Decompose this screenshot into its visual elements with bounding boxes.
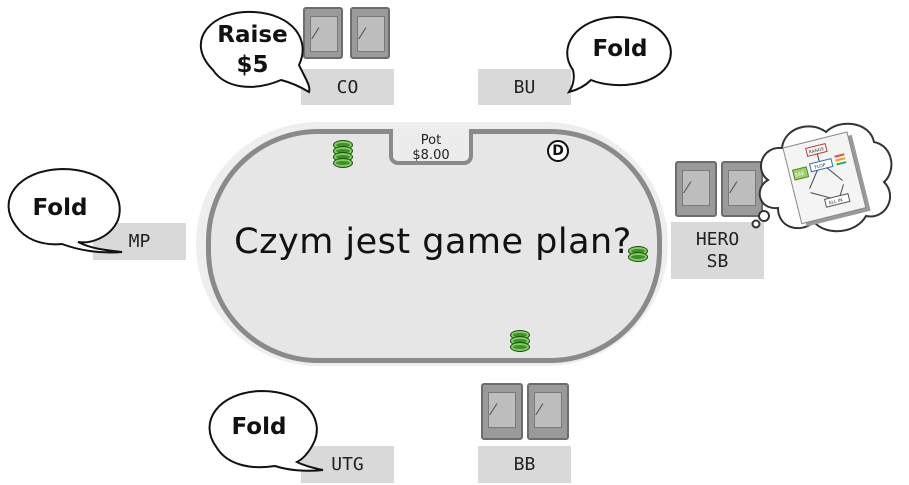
card-back-icon: ⁄ — [527, 383, 569, 440]
seat-hero-label-line1: HERO — [695, 228, 740, 250]
card-back-icon: ⁄ — [721, 161, 763, 217]
table-title: Czym jest game plan? — [234, 222, 632, 262]
seat-co-label: CO — [336, 76, 359, 98]
svg-text:RANGE: RANGE — [808, 146, 825, 156]
seat-bb[interactable]: BB — [478, 446, 571, 483]
seat-bu-label: BU — [513, 76, 536, 98]
action-co: Raise $5 — [205, 20, 300, 80]
speech-bubble-co — [199, 10, 311, 94]
dealer-button-icon: D — [547, 140, 569, 162]
speech-bubble-bu — [566, 15, 672, 94]
pot-box: Pot $8.00 — [389, 129, 473, 165]
chip-stack-icon — [510, 330, 530, 352]
card-back-icon: ⁄ — [303, 7, 343, 59]
speech-bubble-utg — [208, 389, 324, 472]
seat-bb-label: BB — [513, 454, 536, 475]
seat-utg-label: UTG — [331, 454, 364, 475]
pot-label: Pot — [420, 133, 442, 148]
action-co-line1: Raise — [217, 22, 288, 48]
svg-text:$$$: $$$ — [794, 171, 805, 179]
svg-text:FLOP: FLOP — [814, 162, 827, 171]
action-mp: Fold — [32, 195, 88, 221]
seat-mp-label: MP — [128, 231, 151, 252]
action-utg: Fold — [231, 414, 287, 440]
seat-hero-label-line2: SB — [706, 250, 729, 272]
seat-hero[interactable]: HERO SB — [671, 222, 764, 279]
card-back-icon: ⁄ — [350, 7, 390, 59]
speech-bubble-mp — [7, 167, 123, 254]
table-felt — [206, 129, 662, 363]
seat-bu[interactable]: BU — [478, 69, 571, 105]
card-back-icon: ⁄ — [481, 383, 523, 440]
action-co-line2: $5 — [236, 52, 269, 78]
seat-co[interactable]: CO — [301, 69, 394, 105]
card-back-icon: ⁄ — [675, 161, 717, 217]
game-plan-flowchart: RANGE FLOP $$$ ALL IN — [782, 131, 871, 227]
seat-utg[interactable]: UTG — [301, 446, 394, 483]
action-bu: Fold — [592, 36, 648, 62]
svg-text:ALL IN: ALL IN — [828, 197, 843, 206]
chip-stack-icon — [333, 140, 353, 168]
chip-stack-icon — [628, 246, 648, 262]
pot-value: $8.00 — [412, 148, 450, 163]
thought-cloud: RANGE FLOP $$$ ALL IN — [751, 122, 893, 233]
